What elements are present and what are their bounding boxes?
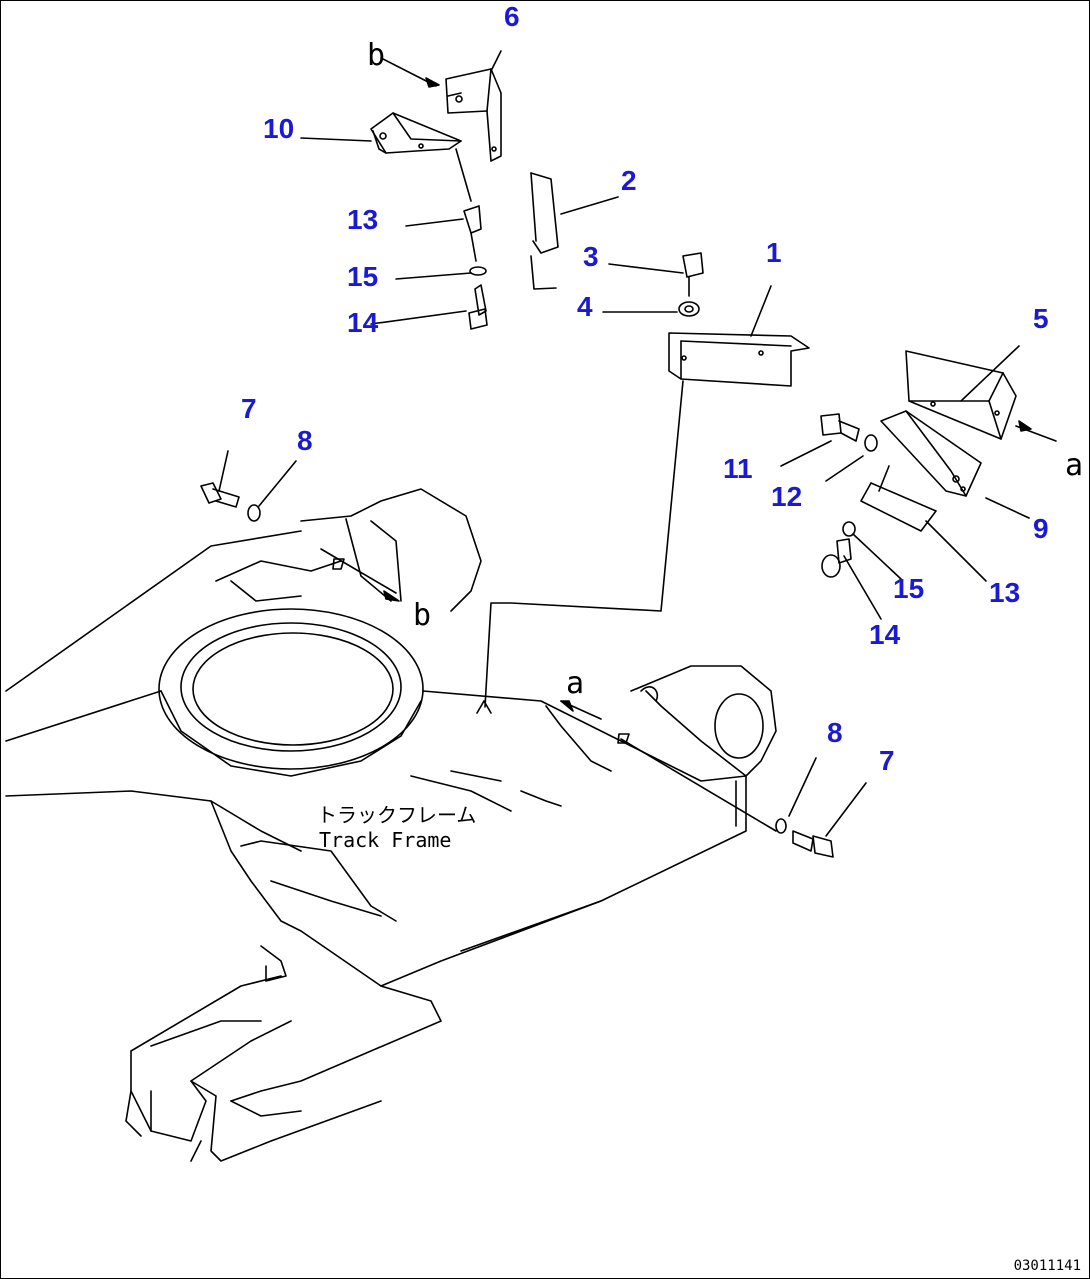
callout-10: 10 [263,113,295,144]
part-10-clamp [370,112,472,202]
part-13-plate-left [463,205,482,262]
callout-2: 2 [621,165,637,196]
callout-7-top: 7 [241,393,257,424]
callout-15-right: 15 [893,573,925,604]
callout-1: 1 [766,237,782,268]
part-5-cover [905,350,1017,440]
part-7-bolt-bottom [792,830,834,858]
part-13-plate-right [860,465,937,532]
callout-6: 6 [504,1,520,32]
callout-7-bottom: 7 [879,745,895,776]
callout-14-left: 14 [347,307,379,338]
ref-letter-b-frame: b [413,598,432,633]
track-frame [5,488,777,1162]
callout-13-left: 13 [347,204,379,235]
part-2-strip [530,172,559,290]
part-8-washer-top [247,504,261,522]
callout-4: 4 [577,291,593,322]
frame-holes [332,558,659,744]
ref-letter-a-right: a [1065,448,1084,483]
part-7-bolt-top [200,482,240,508]
leader-lines [218,50,1057,837]
part-15-washer-right [842,521,856,537]
ref-letter-a-frame: a [566,666,585,701]
callout-13-right: 13 [989,577,1021,608]
callout-9: 9 [1033,513,1049,544]
part-12-washer [864,434,878,452]
callout-12: 12 [771,481,803,512]
part-14-bolt-right [821,538,852,578]
part-8-washer-bottom [775,818,787,834]
part-14-bolt-left [468,284,488,330]
callout-11: 11 [723,453,753,484]
part-6-bracket [445,68,502,162]
callout-5: 5 [1033,303,1049,334]
part-1-bracket [668,332,810,387]
callout-15-left: 15 [347,261,379,292]
drawing-code: 03011141 [1013,1258,1081,1274]
ref-letter-b-top: b [367,38,386,73]
part-15-washer-left [469,266,487,276]
track-frame-label-jp: トラックフレーム [317,803,477,827]
callout-14-right: 14 [869,619,901,650]
bracket-1-leader [484,380,684,708]
part-3-bolt [682,252,704,297]
callout-3: 3 [583,241,599,272]
track-frame-label-en: Track Frame [319,828,452,852]
callout-8-top: 8 [297,425,313,456]
part-9-clamp [880,410,982,497]
callout-8-bottom: 8 [827,717,843,748]
frame-arrows [320,520,777,832]
part-4-washer [678,301,700,317]
part-11-bolt [820,413,860,442]
